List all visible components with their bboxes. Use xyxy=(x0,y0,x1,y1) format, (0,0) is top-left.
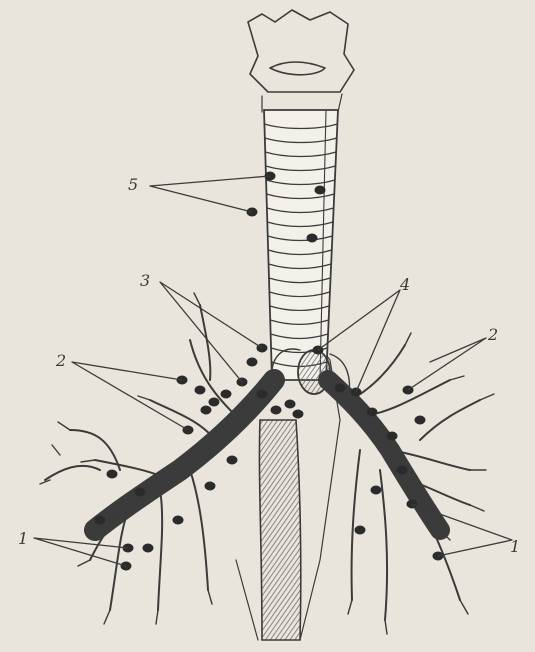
label-3: 3 xyxy=(140,271,150,290)
lymph-node xyxy=(107,470,118,479)
label-2-right: 2 xyxy=(487,325,498,344)
lymph-node xyxy=(201,406,212,415)
lymph-node xyxy=(143,544,154,553)
label-1-right: 1 xyxy=(510,537,520,556)
lymph-node xyxy=(307,234,318,243)
lymph-node xyxy=(315,186,326,195)
lymph-node xyxy=(173,516,184,525)
label-2-left: 2 xyxy=(55,351,66,370)
lymph-node xyxy=(335,384,346,393)
trachea xyxy=(264,110,338,380)
lymph-node xyxy=(387,432,398,441)
lymph-node xyxy=(209,398,220,407)
lymph-node xyxy=(205,482,216,491)
lymph-node xyxy=(367,408,378,417)
lymph-node xyxy=(95,516,106,525)
lymph-node xyxy=(195,386,206,395)
lymph-node xyxy=(415,416,426,425)
label-5: 5 xyxy=(128,175,138,194)
label-1-left: 1 xyxy=(18,529,28,548)
lymph-node xyxy=(271,406,282,415)
lymph-node xyxy=(247,358,258,367)
lymph-node xyxy=(371,486,382,495)
label-4: 4 xyxy=(399,275,410,294)
lymph-node xyxy=(135,488,146,497)
lymph-node xyxy=(285,400,296,409)
lymph-node xyxy=(397,466,408,475)
lymph-node xyxy=(227,456,238,465)
lymph-node xyxy=(221,390,232,399)
lymph-node xyxy=(257,390,268,399)
lymph-node xyxy=(293,410,304,419)
lymph-node xyxy=(355,526,366,535)
